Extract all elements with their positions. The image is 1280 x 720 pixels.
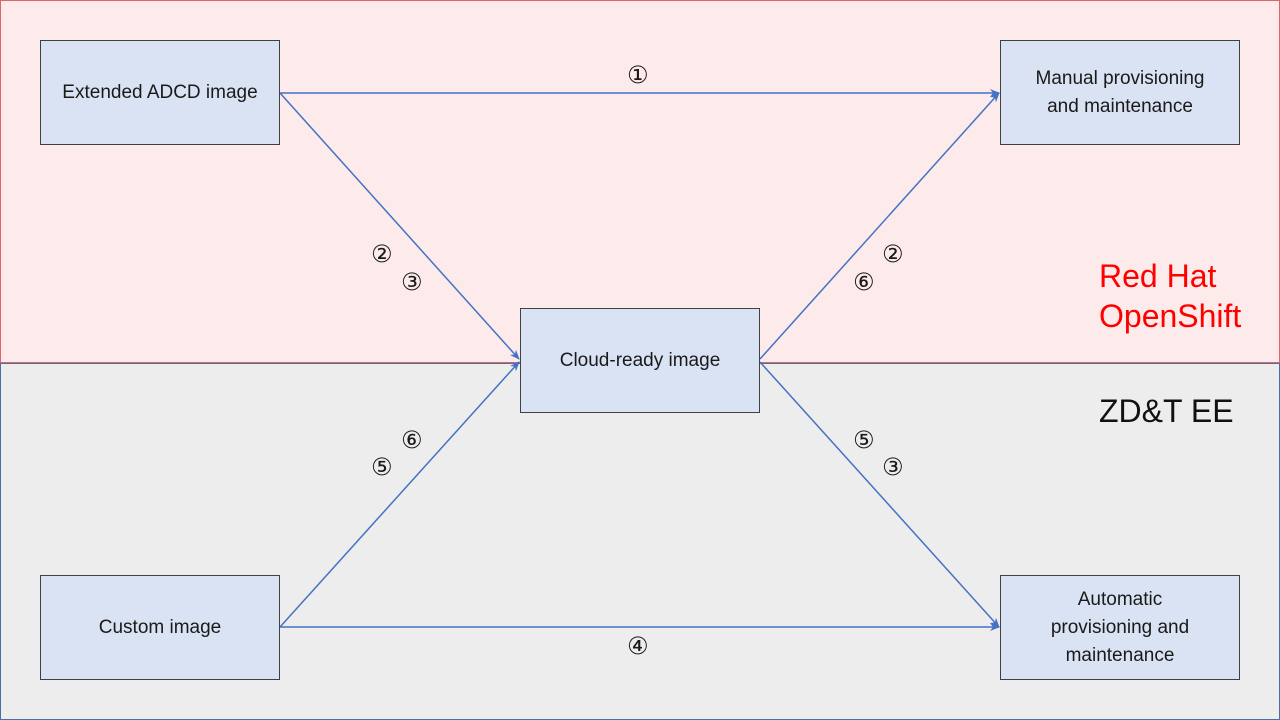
- step-label-custom-to-auto: ④: [627, 632, 649, 660]
- step-label-extended-to-manual: ①: [627, 61, 649, 89]
- custom-image-box: Custom image: [40, 575, 280, 680]
- step-label-cloud-to-manual-b: ⑥: [853, 268, 875, 296]
- step-label-custom-to-cloud-a: ⑥: [401, 426, 423, 454]
- custom-image-label: Custom image: [98, 616, 222, 638]
- zdt-ee-region-label: ZD&T EE: [1099, 393, 1234, 429]
- automatic-provisioning-label: Automatic provisioning and maintenance: [1050, 588, 1190, 666]
- cloud-ready-image-label: Cloud-ready image: [559, 349, 721, 371]
- step-label-extended-to-cloud-a: ②: [371, 240, 393, 268]
- step-label-cloud-to-manual-a: ②: [882, 240, 904, 268]
- step-label-custom-to-cloud-b: ⑤: [371, 453, 393, 481]
- arrow-cloud-to-auto: [759, 361, 1000, 628]
- arrow-custom-to-cloud: [279, 361, 520, 628]
- step-label-cloud-to-auto-a: ⑤: [853, 426, 875, 454]
- step-label-cloud-to-auto-b: ③: [882, 453, 904, 481]
- manual-provisioning-label: Manual provisioning and maintenance: [1035, 67, 1205, 117]
- openshift-region-label: Red Hat OpenShift: [1099, 258, 1242, 334]
- automatic-provisioning-box: Automatic provisioning and maintenance: [1000, 575, 1240, 680]
- arrow-extended-to-cloud: [279, 92, 520, 360]
- manual-provisioning-box: Manual provisioning and maintenance: [1000, 40, 1240, 145]
- step-label-extended-to-cloud-b: ③: [401, 268, 423, 296]
- cloud-ready-image-box: Cloud-ready image: [520, 308, 760, 413]
- extended-adcd-image-box: Extended ADCD image: [40, 40, 280, 145]
- arrow-cloud-to-manual: [759, 92, 1000, 360]
- extended-adcd-image-label: Extended ADCD image: [62, 81, 258, 103]
